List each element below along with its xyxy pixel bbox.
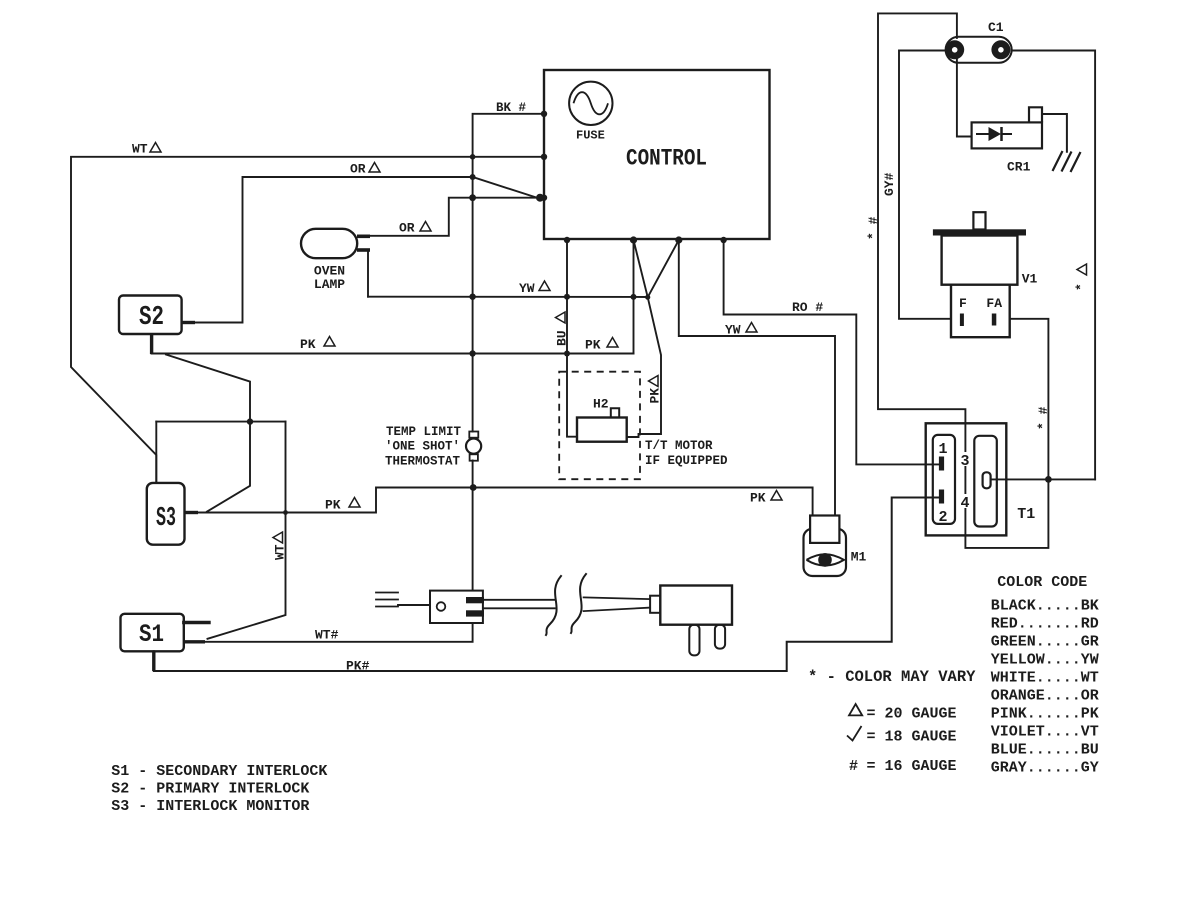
svg-text:COLOR CODE: COLOR CODE [997,574,1087,591]
svg-text:S1 - SECONDARY INTERLOCK: S1 - SECONDARY INTERLOCK [111,763,327,780]
svg-text:3: 3 [961,453,970,470]
svg-text:OR: OR [399,221,415,236]
svg-text:PK#: PK# [346,659,370,674]
svg-text:YELLOW....YW: YELLOW....YW [991,652,1099,669]
svg-text:= 18 GAUGE: = 18 GAUGE [867,729,957,746]
svg-text:C1: C1 [988,20,1004,35]
svg-text:S3: S3 [156,504,176,534]
svg-text:THERMOSTAT: THERMOSTAT [385,454,461,468]
svg-text:*: * [1074,283,1089,291]
svg-text:PK: PK [750,491,766,506]
svg-text:BLACK.....BK: BLACK.....BK [991,598,1099,615]
svg-text:FUSE: FUSE [576,129,605,143]
svg-text:WT: WT [273,544,288,560]
svg-text:BLUE......BU: BLUE......BU [991,742,1099,759]
svg-text:T/T MOTOR: T/T MOTOR [645,439,713,453]
svg-text:* #: * # [866,216,881,240]
svg-text:WT: WT [132,142,148,157]
svg-text:GRAY......GY: GRAY......GY [991,760,1099,777]
svg-text:H2: H2 [593,397,609,412]
svg-text:2: 2 [939,509,948,526]
svg-text:PK: PK [585,338,601,353]
svg-text:RED.......RD: RED.......RD [991,616,1099,633]
svg-text:1: 1 [939,441,948,458]
svg-text:YW: YW [725,323,741,338]
svg-text:IF EQUIPPED: IF EQUIPPED [645,454,728,468]
svg-text:* #: * # [1036,406,1051,430]
svg-text:M1: M1 [851,550,867,565]
svg-text:WT#: WT# [315,628,339,643]
svg-text:PK: PK [648,388,663,404]
svg-text:T1: T1 [1017,506,1035,523]
svg-text:WHITE.....WT: WHITE.....WT [991,670,1099,687]
svg-text:PINK......PK: PINK......PK [991,706,1099,723]
svg-text:BK #: BK # [496,101,527,115]
svg-text:TEMP LIMIT: TEMP LIMIT [386,425,462,439]
svg-text:PK: PK [300,337,316,352]
svg-text:= 16 GAUGE: = 16 GAUGE [867,758,957,775]
svg-text:V1: V1 [1022,272,1038,287]
svg-text:4: 4 [961,495,970,512]
svg-text:OR: OR [350,162,366,177]
svg-text:ORANGE....OR: ORANGE....OR [991,688,1099,705]
svg-text:LAMP: LAMP [314,277,345,292]
svg-text:CR1: CR1 [1007,160,1031,175]
svg-text:F: F [959,296,967,311]
svg-text:PK: PK [325,498,341,513]
svg-text:* - COLOR MAY VARY: * - COLOR MAY VARY [808,668,976,686]
svg-text:CONTROL: CONTROL [626,146,707,172]
svg-text:GY#: GY# [882,172,897,196]
svg-text:GREEN.....GR: GREEN.....GR [991,634,1099,651]
svg-text:'ONE SHOT': 'ONE SHOT' [385,440,460,454]
svg-text:FA: FA [986,296,1002,311]
svg-text:S1: S1 [139,620,164,649]
svg-text:YW: YW [519,281,535,296]
svg-text:VIOLET....VT: VIOLET....VT [991,724,1099,741]
svg-text:= 20 GAUGE: = 20 GAUGE [867,706,957,723]
svg-text:S3 - INTERLOCK MONITOR: S3 - INTERLOCK MONITOR [111,798,309,815]
svg-text:BU: BU [555,330,570,346]
svg-text:RO #: RO # [792,300,823,315]
svg-text:OVEN: OVEN [314,264,345,279]
svg-text:#: # [849,758,858,775]
svg-text:S2: S2 [139,303,164,333]
svg-text:S2 - PRIMARY INTERLOCK: S2 - PRIMARY INTERLOCK [111,781,309,798]
